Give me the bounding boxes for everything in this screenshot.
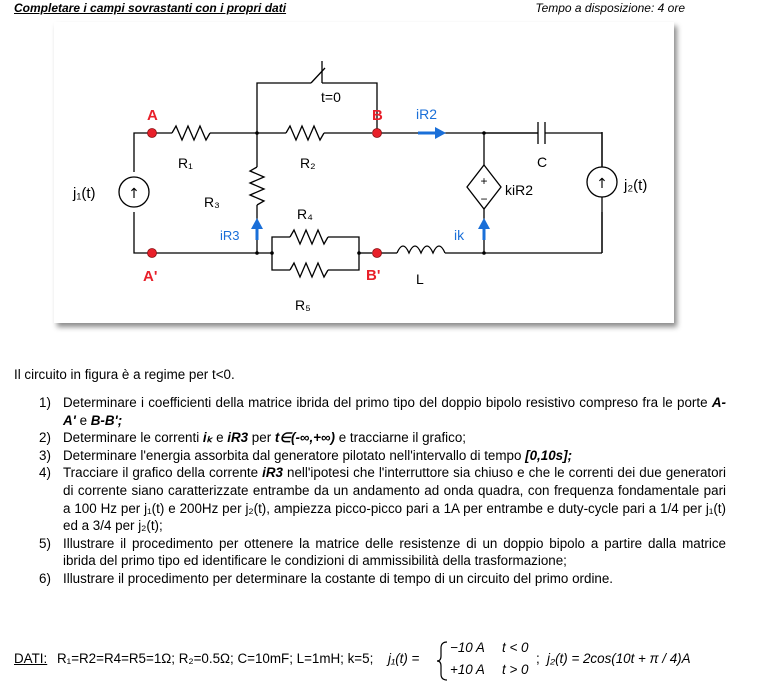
switch-label: t=0: [321, 89, 341, 105]
task-text: Illustrare il procedimento per determina…: [63, 570, 614, 586]
circuit-figure: ↑ ↑ + − t=0 A A' B B' iR2: [54, 22, 674, 323]
arrow-up-icon: ↑: [128, 186, 140, 202]
task-item: 4) Tracciare il grafico della corrente iR…: [14, 464, 726, 534]
data-values: R₁=R2=R4=R5=1Ω; R₂=0.5Ω; C=10mF; L=1mH; …: [57, 651, 374, 666]
wire-switch-right: [322, 82, 378, 133]
label-k-i-r2: kiR2: [505, 182, 533, 198]
label-r5: R₅: [295, 297, 311, 313]
label-r4: R₄: [297, 206, 313, 222]
resistor-r3: [248, 166, 266, 206]
label-node-b-prime: B': [366, 267, 380, 284]
label-l: L: [416, 271, 424, 287]
j2-formula: j₂(t) = 2cos(10t + π / 4)A: [547, 651, 691, 666]
header-instruction: Completare i campi sovrastanti con i pro…: [14, 1, 287, 15]
label-node-a-prime: A': [143, 268, 157, 285]
switch-blade: [310, 67, 326, 84]
task-item: 2) Determinare le correnti iₖ e iR3 per t…: [14, 429, 726, 447]
task-text: A-A': [63, 395, 726, 428]
label-c: C: [537, 154, 547, 170]
separator: ;: [536, 651, 540, 666]
label-node-a: A: [147, 107, 158, 124]
label-j2: j₂(t): [623, 177, 647, 194]
task-number: 2): [39, 430, 51, 446]
task-text: Illustrare il procedimento per ottenere …: [63, 535, 726, 569]
j1-lhs: j₁(t) =: [388, 651, 420, 666]
task-text: nell'ipotesi che l'interruttore sia chiu…: [63, 465, 726, 534]
inductor-l: [396, 245, 446, 255]
task-text: Determinare i coefficienti della matrice…: [63, 395, 712, 410]
task-item: 1) Determinare i coefficienti della matri…: [14, 394, 726, 429]
task-number: 4): [39, 465, 51, 481]
arrow-up-icon: ↑: [596, 176, 608, 192]
label-r1: R₁: [178, 155, 193, 171]
label-i-r2: iR2: [416, 106, 437, 122]
label-node-b: B: [372, 107, 383, 124]
task-text: e: [212, 430, 228, 446]
task-number: 6): [39, 570, 51, 586]
header-time-limit: Tempo a disposizione: 4 ore: [535, 1, 685, 15]
task-text: Determinare l'energia assorbita dal gene…: [63, 447, 526, 463]
task-text: e: [75, 412, 91, 428]
task-item: 3) Determinare l'energia assorbita dal ge…: [14, 447, 726, 465]
task-text: t∈(-∞,+∞): [274, 430, 336, 446]
left-brace-icon: [436, 641, 448, 681]
minus-sign: −: [480, 192, 487, 206]
label-i-k: ik: [454, 227, 465, 243]
task-number: 3): [39, 447, 51, 463]
task-text: per: [248, 430, 275, 446]
task-text: [0,10s];: [525, 447, 573, 463]
resistor-r1: [171, 124, 211, 142]
task-text: iR3: [227, 430, 249, 446]
node-b: [372, 128, 382, 138]
task-text: e tracciarne il grafico;: [335, 430, 466, 446]
j1-case1-value: −10 A: [450, 640, 485, 655]
node-a-prime: [147, 248, 157, 258]
task-item: 5) Illustrare il procedimento per ottener…: [14, 535, 726, 570]
task-list: 1) Determinare i coefficienti della matri…: [14, 394, 726, 588]
task-number: 1): [39, 395, 51, 410]
node-a: [147, 128, 157, 138]
j1-case2-condition: t > 0: [502, 662, 529, 677]
task-text: Tracciare il grafico della corrente: [63, 465, 263, 481]
plus-sign: +: [480, 174, 487, 188]
j1-case2-value: +10 A: [450, 662, 485, 677]
current-source-j1: [118, 176, 150, 208]
task-number: 5): [39, 535, 51, 551]
task-text: iR3: [262, 465, 283, 481]
resistor-r2: [285, 124, 325, 142]
resistor-r5: [289, 261, 329, 279]
circuit-diagram: ↑ ↑ + − t=0 A A' B B' iR2: [72, 61, 647, 313]
task-item: 6) Illustrare il procedimento per determi…: [14, 570, 726, 588]
task-text: Determinare le correnti: [63, 430, 203, 446]
intro-text: Il circuito in figura è a regime per t<0…: [14, 367, 235, 382]
task-text: B-B';: [90, 412, 123, 428]
label-r2: R₂: [300, 155, 316, 171]
j1-case1-condition: t < 0: [502, 640, 529, 655]
data-section: DATI: R₁=R2=R4=R5=1Ω; R₂=0.5Ω; C=10mF; L…: [14, 640, 714, 684]
label-r3: R₃: [204, 194, 220, 210]
resistor-r4: [289, 228, 329, 246]
label-j1: j₁(t): [72, 185, 96, 202]
node-b-prime: [372, 248, 382, 258]
wire-switch-left: [256, 82, 311, 133]
data-label: DATI:: [14, 651, 48, 666]
label-i-r3: iR3: [220, 228, 240, 243]
task-text: iₖ: [202, 430, 213, 446]
